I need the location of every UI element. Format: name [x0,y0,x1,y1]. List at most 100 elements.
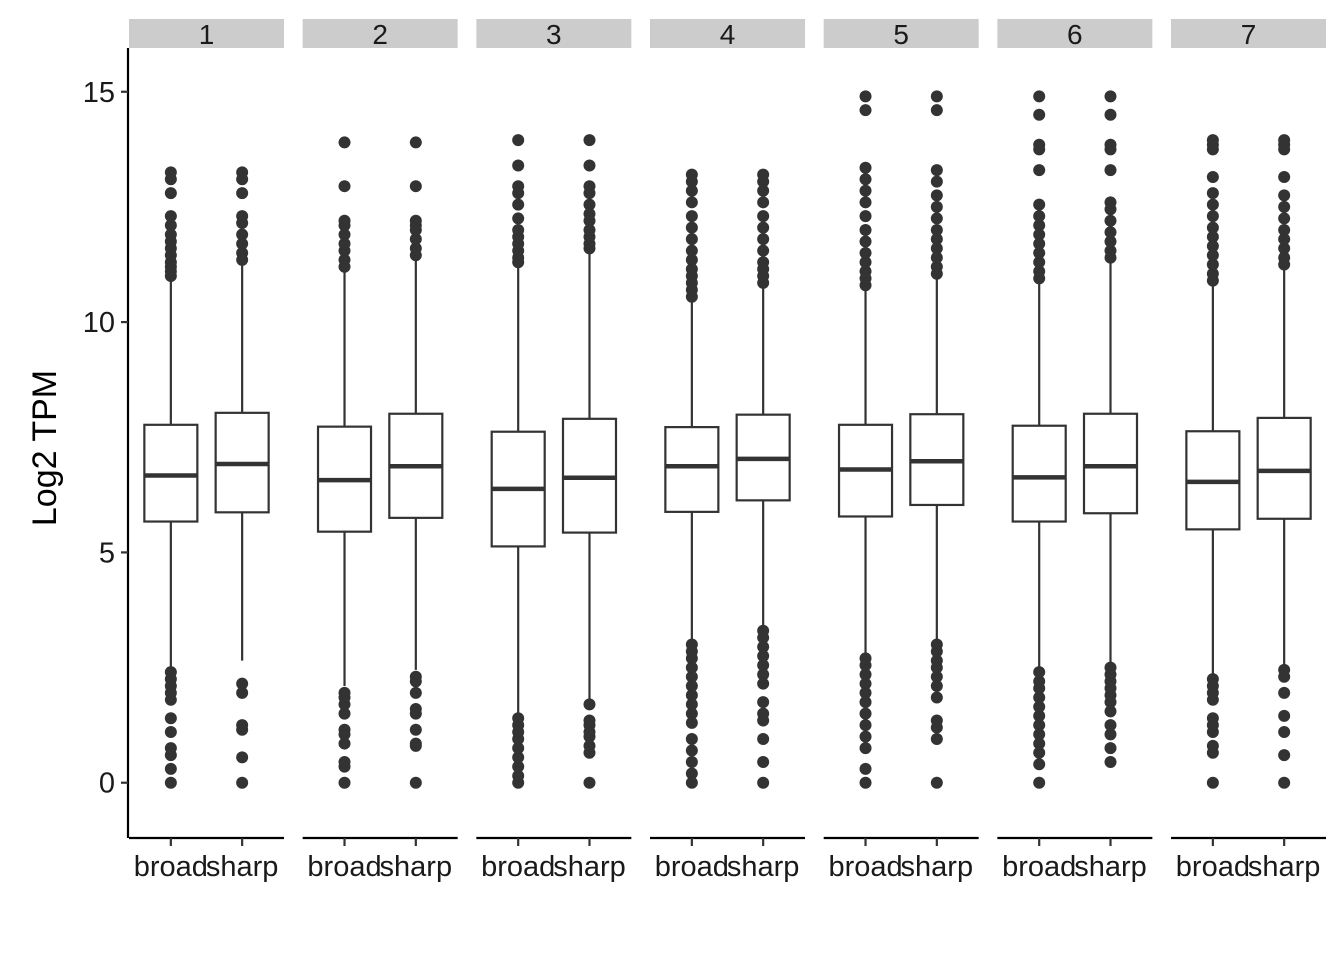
box-broad [1185,134,1241,789]
x-tick-label: broad [828,851,902,883]
outlier-point [1206,198,1219,211]
outlier-point [930,104,943,117]
outlier-point [583,714,596,727]
outlier-point [236,166,249,179]
outlier-point [859,223,872,236]
outlier-point [164,776,177,789]
outlier-point [1206,187,1219,200]
outlier-point [1278,212,1291,225]
outlier-point [859,730,872,743]
outlier-point [1033,108,1046,121]
outlier-point [338,228,351,241]
outlier-point [1206,230,1219,243]
outlier-point [338,136,351,149]
outlier-point [1033,746,1046,759]
outlier-point [409,703,422,716]
box-broad [1011,90,1067,789]
facet-strip [1171,19,1327,48]
outlier-point [859,696,872,709]
outlier-point [583,180,596,193]
outlier-point [1033,758,1046,771]
x-tick-label: broad [307,851,381,883]
box-sharp [909,90,965,789]
y-axis-title: Log2 TPM [26,370,64,526]
outlier-point [164,666,177,679]
outlier-point [338,755,351,768]
outlier-point [859,668,872,681]
outlier-point [1206,240,1219,253]
outlier-point [409,723,422,736]
outlier-point [164,219,177,232]
outlier-point [859,776,872,789]
outlier-point [236,187,249,200]
outlier-point [757,256,770,269]
facet-strip-label: 5 [893,19,909,50]
outlier-point [930,670,943,683]
outlier-point [409,233,422,246]
outlier-point [1278,242,1291,255]
outlier-point [1104,226,1117,239]
outlier-point [859,652,872,665]
outlier-point [164,742,177,755]
iqr-box [1011,424,1067,523]
outlier-point [583,739,596,752]
outlier-point [236,677,249,690]
outlier-point [1206,776,1219,789]
outlier-point [1033,709,1046,722]
iqr-box [664,426,720,513]
outlier-point [757,168,770,181]
outlier-point [409,776,422,789]
outlier-point [685,253,698,266]
outlier-point [757,210,770,223]
outlier-point [512,198,525,211]
box-broad [143,166,199,789]
x-tick-label: sharp [727,851,800,883]
outlier-point [164,210,177,223]
outlier-point [757,196,770,209]
x-tick-label: broad [481,851,555,883]
outlier-point [1104,108,1117,121]
outlier-point [757,244,770,257]
outlier-point [236,228,249,241]
box-sharp [214,166,270,789]
outlier-point [583,698,596,711]
outlier-point [757,668,770,681]
outlier-point [685,661,698,674]
outlier-point [236,237,249,250]
outlier-point [512,180,525,193]
outlier-point [757,640,770,653]
outlier-point [583,134,596,147]
outlier-point [930,654,943,667]
outlier-point [1033,256,1046,269]
outlier-point [409,180,422,193]
outlier-point [685,210,698,223]
outlier-point [1278,663,1291,676]
outlier-point [859,90,872,103]
outlier-point [409,737,422,750]
outlier-point [685,184,698,197]
outlier-point [1104,728,1117,741]
outlier-point [583,207,596,220]
outlier-point [685,221,698,234]
outlier-point [1278,749,1291,762]
box-sharp [561,134,618,789]
y-tick-label: 15 [83,77,115,109]
outlier-point [1033,728,1046,741]
outlier-point [164,762,177,775]
outlier-point [930,233,943,246]
outlier-point [1278,726,1291,739]
x-tick-label: sharp [380,851,453,883]
outlier-point [338,723,351,736]
x-tick-label: sharp [553,851,626,883]
outlier-point [512,760,525,773]
outlier-point [512,742,525,755]
outlier-point [1033,198,1046,211]
outlier-point [1104,214,1117,227]
outlier-point [512,159,525,172]
outlier-point [1104,719,1117,732]
x-tick-label: broad [1176,851,1250,883]
